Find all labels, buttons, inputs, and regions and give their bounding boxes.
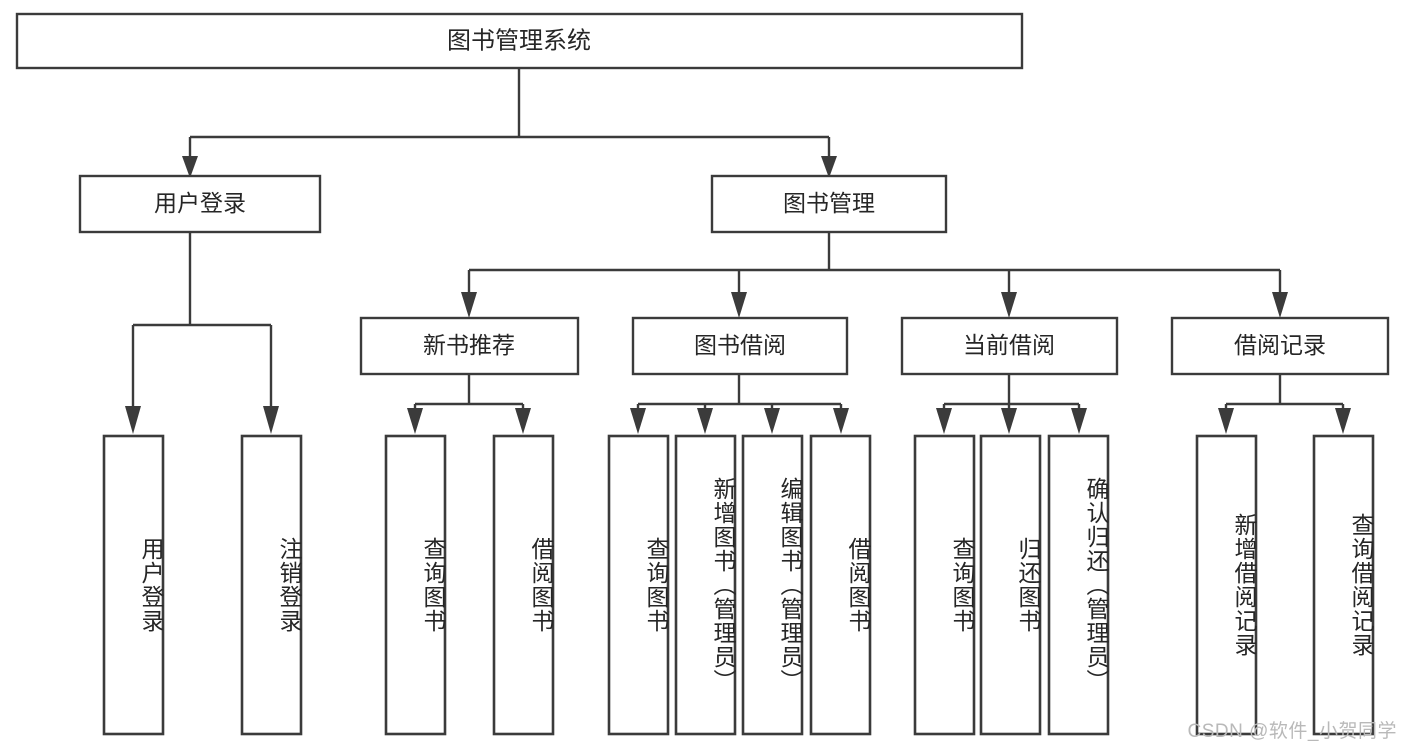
arrow-borrow-record [1272, 292, 1288, 318]
leaf-query-book-2-label: 查询图书 [643, 537, 669, 633]
leaf-add-record[interactable]: 新增借阅记录 [1195, 434, 1258, 736]
node-user-login[interactable]: 用户登录 [78, 174, 322, 234]
leaf-query-book-3-box[interactable] [913, 434, 976, 736]
leaf-query-book-3-label: 查询图书 [949, 537, 975, 633]
arrow-leaf-borrow-book-1 [515, 408, 531, 434]
leaf-add-record-box[interactable] [1195, 434, 1258, 736]
arrow-leaf-query-book-1 [407, 408, 423, 434]
arrow-leaf-add-record [1218, 408, 1234, 434]
node-root[interactable]: 图书管理系统 [15, 12, 1024, 70]
leaf-confirm-return[interactable]: 确认归还（管理员） [1047, 434, 1110, 736]
leaf-borrow-book-2-box[interactable] [809, 434, 872, 736]
leaf-query-record[interactable]: 查询借阅记录 [1312, 434, 1375, 736]
leaf-borrow-book-2-label: 借阅图书 [845, 537, 871, 633]
leaf-query-record-text-area: 查询借阅记录 [1348, 513, 1374, 657]
leaf-user-login-label: 用户登录 [138, 537, 164, 633]
leaf-edit-book-box[interactable] [741, 434, 804, 736]
leaf-query-book-1[interactable]: 查询图书 [384, 434, 447, 736]
leaf-query-record-box[interactable] [1312, 434, 1375, 736]
arrow-leaf-borrow-book-2 [833, 408, 849, 434]
leaf-user-logout-box[interactable] [240, 434, 303, 736]
leaf-borrow-book-1-label: 借阅图书 [528, 537, 554, 633]
leaf-return-book[interactable]: 归还图书 [979, 434, 1042, 736]
leaf-user-logout[interactable]: 注销登录 [240, 434, 303, 736]
arrow-new-book-recommend [461, 292, 477, 318]
leaf-add-book-label: 新增图书（管理员） [710, 477, 736, 693]
leaf-return-book-label: 归还图书 [1015, 537, 1041, 633]
user-login-box[interactable] [78, 174, 322, 234]
leaf-confirm-return-text-area: 确认归还（管理员） [1083, 477, 1109, 693]
leaf-add-book[interactable]: 新增图书（管理员） [674, 434, 737, 736]
book-borrow-label: 图书借阅 [694, 332, 786, 358]
csdn-watermark: CSDN @软件_小贺同学 [1187, 721, 1397, 742]
leaf-user-login-text-area: 用户登录 [138, 537, 164, 633]
leaf-query-book-2[interactable]: 查询图书 [607, 434, 670, 736]
book-borrow-box[interactable] [631, 316, 849, 376]
arrow-to-book-manage [821, 156, 837, 178]
current-borrow-box[interactable] [900, 316, 1119, 376]
node-current-borrow[interactable]: 当前借阅 [900, 316, 1119, 376]
leaf-user-login-box[interactable] [102, 434, 165, 736]
arrow-leaf-add-book [697, 408, 713, 434]
new-book-recommend-box[interactable] [359, 316, 580, 376]
arrow-leaf-return-book [1001, 408, 1017, 434]
arrow-leaf-query-book-3 [936, 408, 952, 434]
leaf-query-book-1-text-area: 查询图书 [420, 537, 446, 633]
arrow-leaf-user-login [125, 406, 141, 434]
leaf-return-book-box[interactable] [979, 434, 1042, 736]
leaf-borrow-book-1-text-area: 借阅图书 [528, 537, 554, 633]
node-new-book-recommend[interactable]: 新书推荐 [359, 316, 580, 376]
leaf-query-book-1-label: 查询图书 [420, 537, 446, 633]
connector-layer [125, 68, 1351, 434]
leaf-edit-book-label: 编辑图书（管理员） [777, 477, 803, 693]
leaf-query-book-2-text-area: 查询图书 [643, 537, 669, 633]
leaf-borrow-book-2[interactable]: 借阅图书 [809, 434, 872, 736]
arrow-book-borrow [731, 292, 747, 318]
leaf-query-record-label: 查询借阅记录 [1348, 513, 1374, 657]
leaf-query-book-3[interactable]: 查询图书 [913, 434, 976, 736]
leaf-confirm-return-box[interactable] [1047, 434, 1110, 736]
book-manage-label: 图书管理 [783, 190, 875, 216]
leaf-add-record-label: 新增借阅记录 [1231, 513, 1257, 657]
arrow-current-borrow [1001, 292, 1017, 318]
leaf-add-book-text-area: 新增图书（管理员） [710, 477, 736, 693]
leaf-query-book-3-text-area: 查询图书 [949, 537, 975, 633]
leaf-borrow-book-1[interactable]: 借阅图书 [492, 434, 555, 736]
leaf-borrow-book-2-text-area: 借阅图书 [845, 537, 871, 633]
book-manage-box[interactable] [710, 174, 948, 234]
leaf-user-login[interactable]: 用户登录 [102, 434, 165, 736]
root-label: 图书管理系统 [447, 27, 591, 54]
leaf-query-book-1-box[interactable] [384, 434, 447, 736]
borrow-record-label: 借阅记录 [1234, 332, 1326, 358]
arrow-leaf-query-book-2 [630, 408, 646, 434]
leaf-edit-book-text-area: 编辑图书（管理员） [777, 477, 803, 693]
leaf-add-record-text-area: 新增借阅记录 [1231, 513, 1257, 657]
new-book-recommend-label: 新书推荐 [423, 332, 515, 358]
arrow-leaf-confirm-return [1071, 408, 1087, 434]
leaf-add-book-box[interactable] [674, 434, 737, 736]
user-login-label: 用户登录 [154, 190, 246, 216]
node-borrow-record[interactable]: 借阅记录 [1170, 316, 1390, 376]
node-book-manage[interactable]: 图书管理 [710, 174, 948, 234]
leaf-return-book-text-area: 归还图书 [1015, 537, 1041, 633]
leaf-query-book-2-box[interactable] [607, 434, 670, 736]
leaf-user-logout-text-area: 注销登录 [276, 537, 302, 633]
arrow-leaf-query-record [1335, 408, 1351, 434]
leaf-edit-book[interactable]: 编辑图书（管理员） [741, 434, 804, 736]
leaf-confirm-return-label: 确认归还（管理员） [1083, 477, 1109, 693]
current-borrow-label: 当前借阅 [963, 332, 1055, 358]
node-book-borrow[interactable]: 图书借阅 [631, 316, 849, 376]
leaf-user-logout-label: 注销登录 [276, 537, 302, 633]
borrow-record-box[interactable] [1170, 316, 1390, 376]
root-box[interactable] [15, 12, 1024, 70]
arrow-to-user-login [182, 156, 198, 178]
arrow-leaf-user-logout [263, 406, 279, 434]
leaf-borrow-book-1-box[interactable] [492, 434, 555, 736]
arrow-leaf-edit-book [764, 408, 780, 434]
